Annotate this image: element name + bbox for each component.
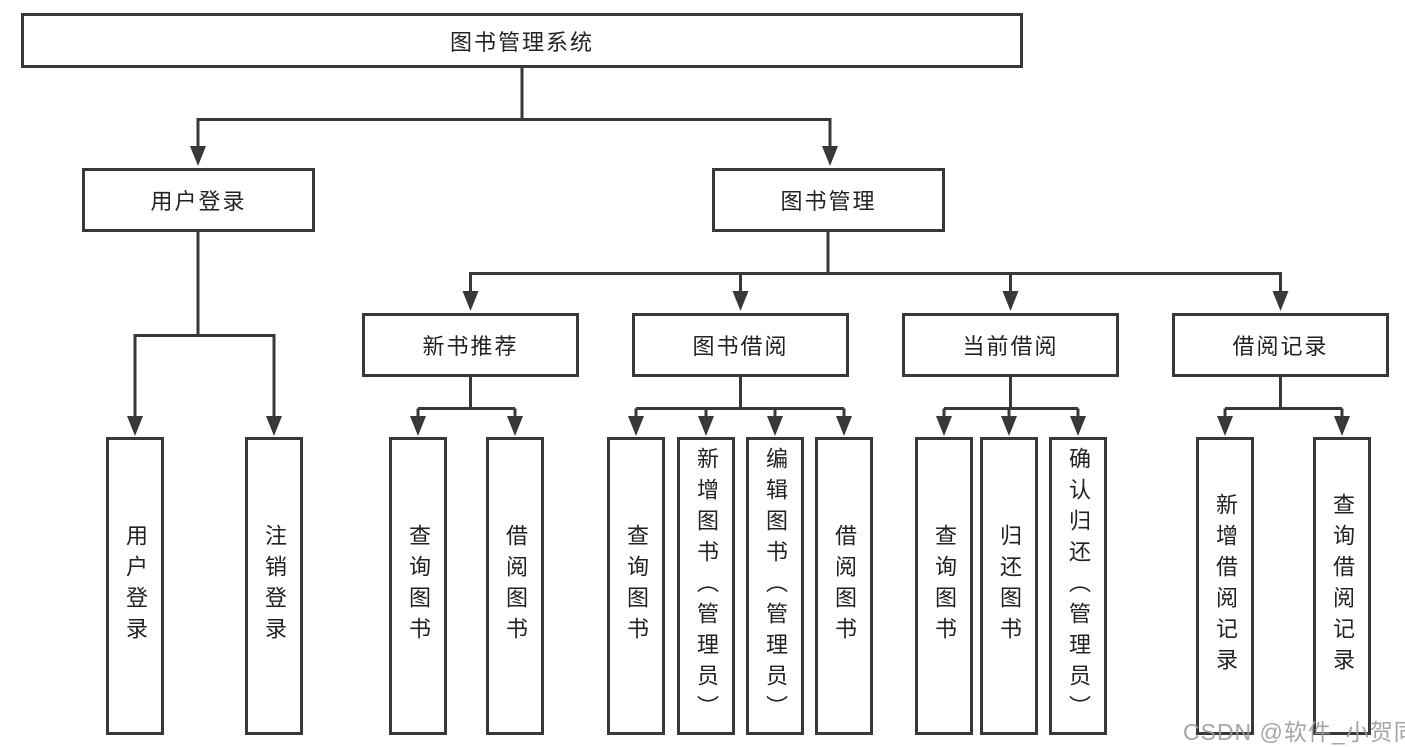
arrow-down-icon	[936, 416, 952, 436]
leaf-user-login: 用户登录	[106, 437, 164, 735]
arrow-down-icon	[462, 291, 479, 311]
node-current-borrowing: 当前借阅	[902, 313, 1119, 377]
node-borrow-records: 借阅记录	[1172, 313, 1389, 377]
leaf-borrow-books: 借阅图书	[815, 437, 873, 735]
node-library-system: 图书管理系统	[21, 13, 1023, 68]
arrow-down-icon	[507, 416, 523, 436]
arrow-down-icon	[732, 291, 749, 311]
arrow-down-icon	[698, 416, 714, 436]
node-user-login: 用户登录	[82, 168, 315, 232]
arrow-down-icon	[1001, 416, 1017, 436]
leaf-query-books-current: 查询图书	[915, 437, 973, 735]
leaf-query-books-recommend: 查询图书	[389, 437, 447, 735]
arrow-down-icon	[1002, 291, 1019, 311]
arrow-down-icon	[822, 146, 838, 166]
leaf-query-books-borrowing: 查询图书	[607, 437, 665, 735]
arrow-down-icon	[266, 416, 282, 436]
leaf-add-book-admin: 新增图书（管理员）	[677, 437, 735, 735]
csdn-watermark: CSDN @软件_小贺同学	[1183, 719, 1405, 745]
arrow-down-icon	[1334, 416, 1350, 436]
arrow-down-icon	[767, 416, 783, 436]
arrow-down-icon	[628, 416, 644, 436]
arrow-down-icon	[190, 146, 206, 166]
leaf-query-borrow-record: 查询借阅记录	[1313, 437, 1371, 735]
leaf-add-borrow-record: 新增借阅记录	[1196, 437, 1254, 735]
leaf-confirm-return-admin: 确认归还（管理员）	[1049, 437, 1107, 735]
node-book-borrowing: 图书借阅	[632, 313, 849, 377]
arrow-down-icon	[1217, 416, 1233, 436]
leaf-edit-book-admin: 编辑图书（管理员）	[746, 437, 804, 735]
node-new-book-recommend: 新书推荐	[362, 313, 579, 377]
arrow-down-icon	[1272, 291, 1289, 311]
arrow-down-icon	[1070, 416, 1086, 436]
leaf-logout: 注销登录	[245, 437, 303, 735]
connector-path	[133, 68, 1344, 418]
leaf-borrow-books-recommend: 借阅图书	[486, 437, 544, 735]
node-book-management: 图书管理	[712, 168, 945, 232]
arrow-down-icon	[410, 416, 426, 436]
arrow-down-icon	[836, 416, 852, 436]
arrow-down-icon	[127, 416, 143, 436]
leaf-return-books: 归还图书	[980, 437, 1038, 735]
